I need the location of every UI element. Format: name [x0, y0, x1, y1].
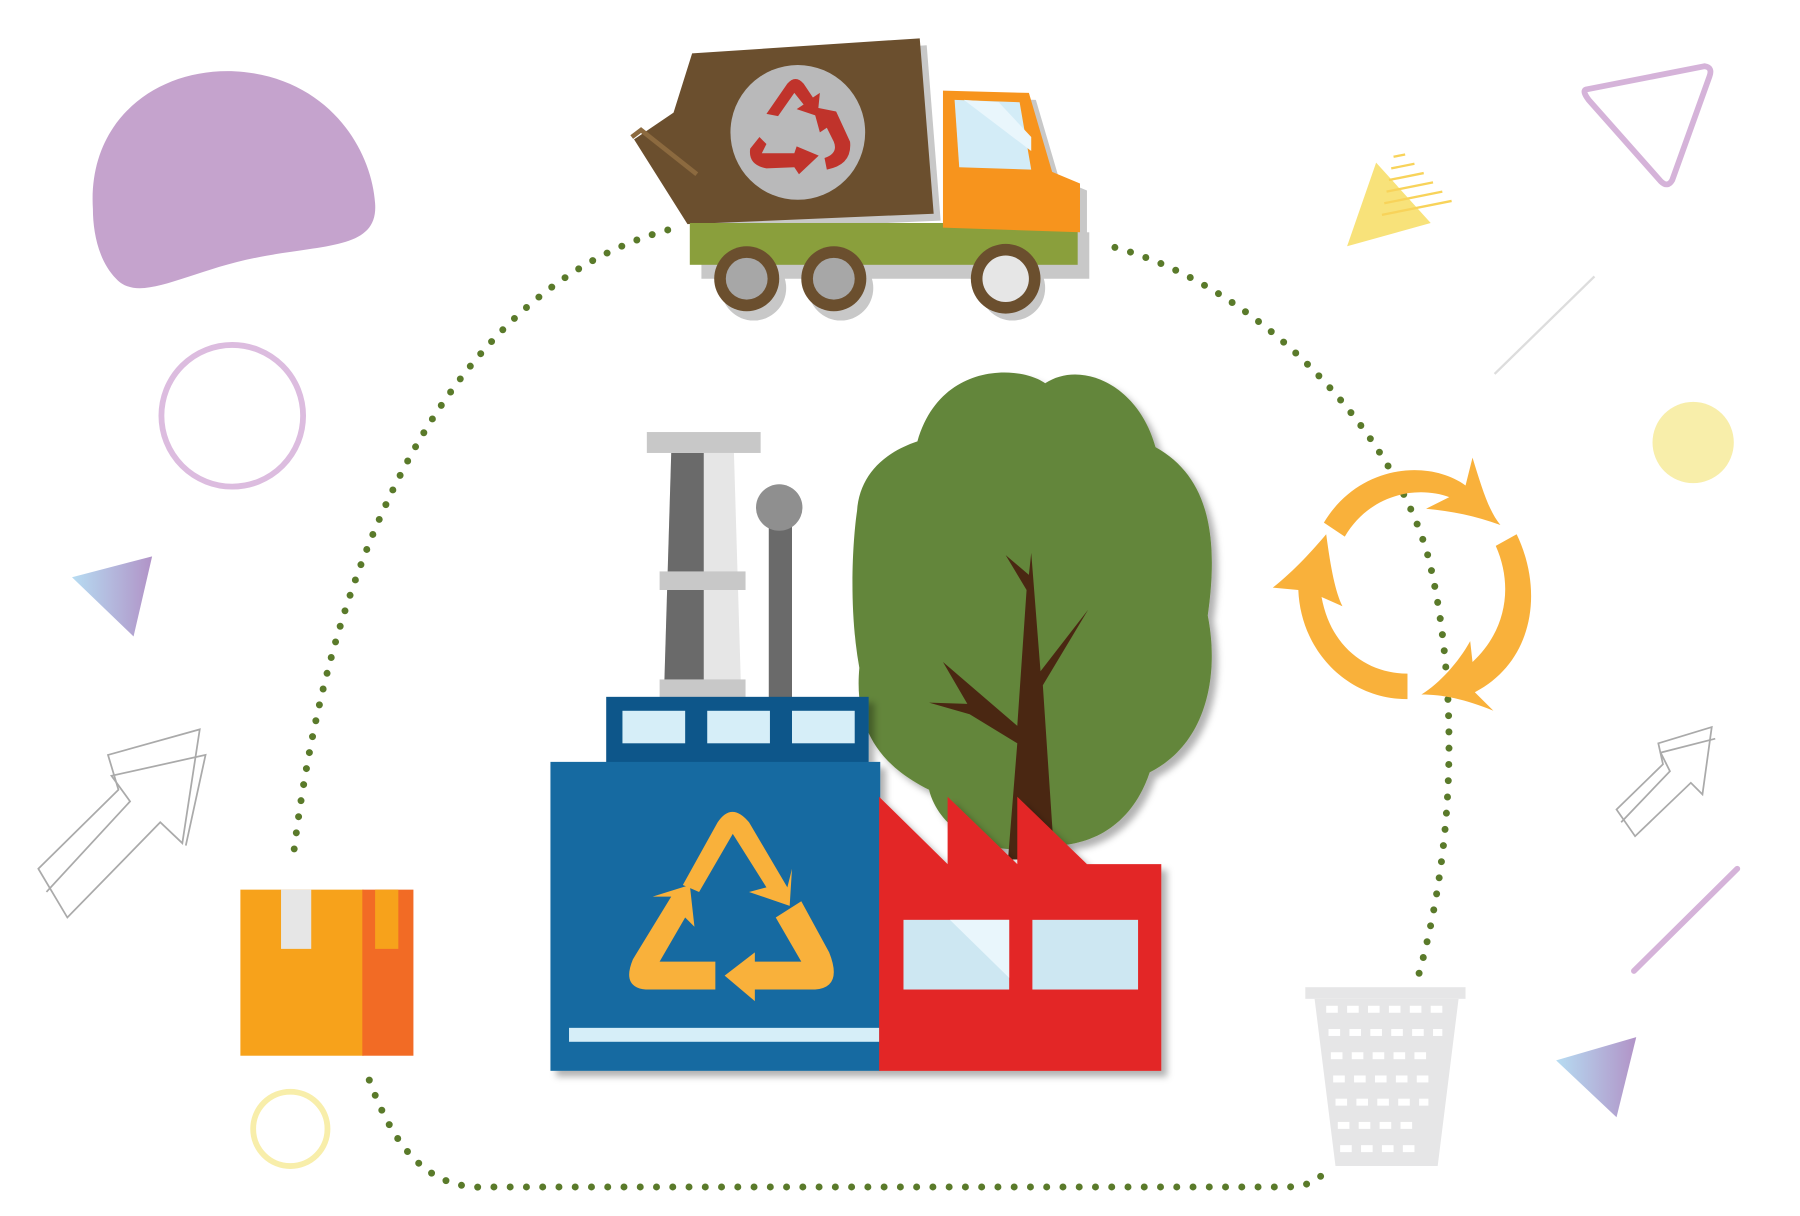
- yellow-dot: [1652, 401, 1734, 484]
- cardboard-box-icon: [240, 889, 414, 1056]
- waste-basket-icon: [1305, 987, 1466, 1167]
- purple-line: [1631, 865, 1741, 974]
- circle-outline-purple: [158, 342, 306, 490]
- thin-line-gray: [1493, 275, 1596, 375]
- circle-outline-yellow: [250, 1088, 331, 1169]
- triangle-outline-purple: [1581, 63, 1714, 188]
- striped-yellow-triangle: [1347, 153, 1452, 247]
- chimney-icon: [646, 432, 803, 703]
- arrow-outline-right-icon: [1615, 725, 1716, 838]
- gradient-triangle-left: [72, 556, 153, 637]
- purple-blob: [92, 71, 376, 289]
- gradient-triangle-right: [1556, 1037, 1637, 1118]
- recycle-arrows-red-icon: [749, 78, 851, 175]
- factory-windows: [569, 710, 1139, 1042]
- truck-wheels: [714, 243, 1041, 314]
- tree-icon: [852, 372, 1212, 860]
- dotted-cycle-path: [289, 226, 1453, 1191]
- arrow-outline-left-icon: [37, 728, 207, 919]
- recycle-arrows-icon: [1272, 457, 1532, 711]
- tree-trunk: [929, 552, 1089, 860]
- recycle-triangle-icon: [629, 811, 834, 1002]
- garbage-truck-icon: [630, 38, 1090, 321]
